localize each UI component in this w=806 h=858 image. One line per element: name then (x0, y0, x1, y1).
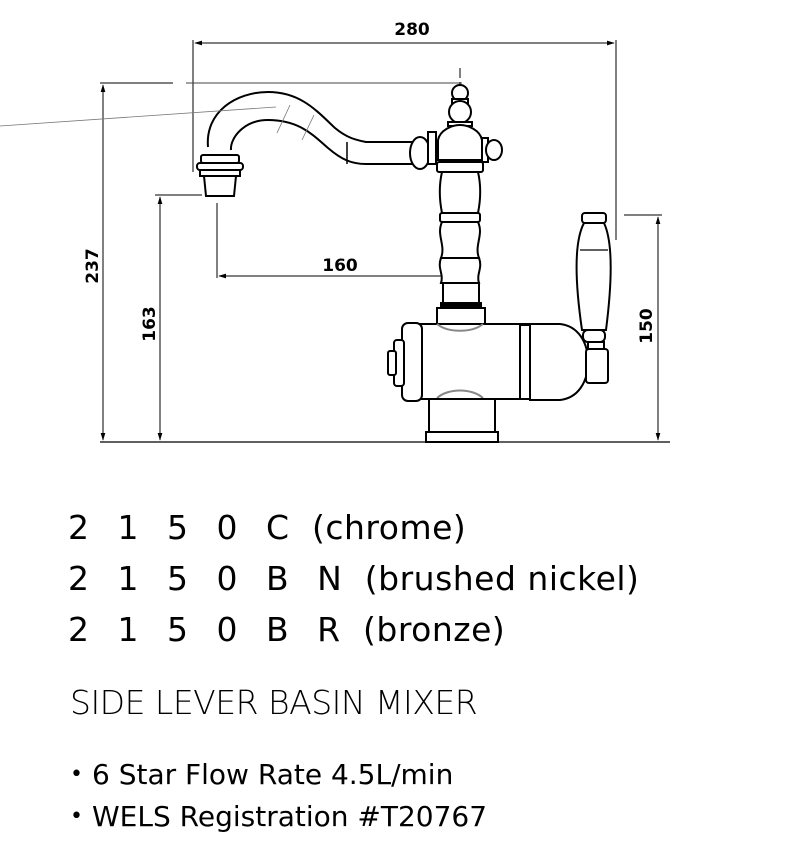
model-finish: (bronze) (363, 610, 506, 649)
model-row-bronze: 2 1 5 0 B R (bronze) (68, 604, 639, 655)
dimension-237 (100, 82, 462, 441)
model-row-brushed-nickel: 2 1 5 0 B N (brushed nickel) (68, 553, 639, 604)
bullet-icon: • (70, 762, 83, 787)
feature-item: • 6 Star Flow Rate 4.5L/min (70, 754, 487, 796)
dimension-280 (192, 40, 617, 240)
dimension-label-237: 237 (83, 248, 103, 284)
dimension-163 (155, 194, 202, 441)
technical-drawing: 280 237 163 160 150 (0, 20, 670, 443)
dimension-label-280: 280 (394, 20, 430, 40)
dimension-label-163: 163 (140, 306, 160, 342)
feature-text: WELS Registration #T20767 (92, 800, 488, 833)
dimension-160 (216, 203, 459, 279)
model-finish: (brushed nickel) (364, 559, 640, 598)
bullet-icon: • (70, 804, 83, 829)
feature-item: • WELS Registration #T20767 (70, 796, 487, 838)
spout (206, 90, 414, 165)
product-title: SIDE LEVER BASIN MIXER (70, 683, 478, 722)
model-list: 2 1 5 0 C (chrome) 2 1 5 0 B N (brushed ni… (68, 502, 639, 655)
model-code: 2 1 5 0 C (68, 508, 298, 547)
model-code: 2 1 5 0 B N (68, 559, 351, 598)
model-row-chrome: 2 1 5 0 C (chrome) (68, 502, 639, 553)
feature-list: • 6 Star Flow Rate 4.5L/min • WELS Registr… (70, 754, 487, 838)
feature-text: 6 Star Flow Rate 4.5L/min (92, 758, 454, 791)
dimension-150 (624, 214, 662, 441)
mixer-outline (0, 84, 612, 443)
dimension-label-160: 160 (322, 256, 358, 276)
model-finish: (chrome) (311, 508, 467, 547)
dimension-label-150: 150 (637, 308, 657, 344)
model-code: 2 1 5 0 B R (68, 610, 349, 649)
